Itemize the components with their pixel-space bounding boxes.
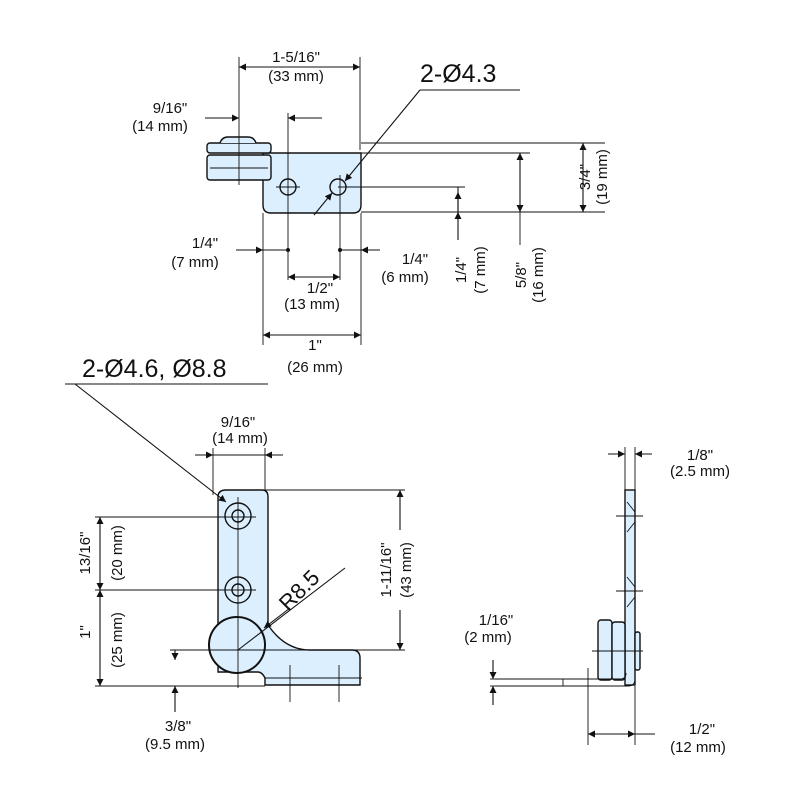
dimension-hole-spacing: 1/2" (13 mm) [284, 273, 340, 313]
dimension-label: (16 mm) [530, 247, 547, 303]
dimension-label: (2.5 mm) [670, 463, 730, 480]
dimension-label: 1" [77, 625, 94, 639]
dimension-label: 3/8" [165, 718, 191, 735]
callout-label: 2-Ø4.3 [420, 60, 496, 88]
dimension-label: 1/2" [689, 721, 715, 738]
dimension-label: 1/4" [402, 251, 428, 268]
dimension-hole-to-edge: 1/4" (7 mm) [453, 187, 489, 294]
dimension-label: (2 mm) [464, 629, 512, 646]
dimension-label: (7 mm) [171, 254, 219, 271]
dimension-label: 1/4" [453, 257, 470, 283]
dimension-front-hole-to-bottom: 1" (25 mm) [77, 590, 126, 686]
callout-label: 2-Ø4.6, Ø8.8 [82, 355, 227, 383]
side-view-part [495, 489, 643, 687]
dimension-front-plate-width: 9/16" (14 mm) [195, 414, 283, 459]
dimension-front-height: 1-11/16" (43 mm) [378, 490, 415, 650]
top-view: 1-5/16" (33 mm) 9/16" (14 mm) 2-Ø4.3 1/4… [132, 49, 611, 376]
dimension-label: 1" [308, 337, 322, 354]
hole-callout-top: 2-Ø4.3 [313, 60, 520, 216]
dimension-label: (19 mm) [594, 149, 611, 205]
dimension-pivot-offset: 3/8" (9.5 mm) [145, 650, 205, 753]
dimension-label: 3/4" [577, 164, 594, 190]
dimension-label: (43 mm) [398, 542, 415, 598]
dimension-overall-width: 1-5/16" (33 mm) [239, 49, 360, 85]
dimension-label: (33 mm) [268, 68, 324, 85]
dimension-clamp-offset: 9/16" (14 mm) [132, 100, 322, 135]
dimension-label: 1-11/16" [378, 542, 395, 597]
dimension-plate-width: 1" (26 mm) [263, 331, 361, 376]
dimension-side-thickness: 1/8" (2.5 mm) [608, 447, 730, 480]
dimension-label: 13/16" [77, 532, 94, 575]
dimension-label: (9.5 mm) [145, 736, 205, 753]
dimension-label: 1/4" [192, 235, 218, 252]
hole-callout-front: 2-Ø4.6, Ø8.8 [65, 355, 268, 503]
dimension-label: (14 mm) [132, 118, 188, 135]
dimension-total-depth: 3/4" (19 mm) [577, 143, 611, 212]
dimension-side-gap: 1/16" (2 mm) [464, 612, 513, 705]
dimension-right-edge: 1/4" (6 mm) [338, 246, 429, 286]
dimension-label: 1-5/16" [272, 49, 320, 66]
dimension-label: 5/8" [513, 262, 530, 288]
dimension-label: (7 mm) [472, 246, 489, 294]
dimension-label: (13 mm) [284, 296, 340, 313]
dimension-label: (26 mm) [287, 359, 343, 376]
front-view: 2-Ø4.6, Ø8.8 9/16" (14 mm) 13/16" (20 mm… [65, 355, 415, 753]
dimension-plate-depth: 5/8" (16 mm) [513, 153, 547, 303]
dimension-left-edge: 1/4" (7 mm) [171, 235, 290, 271]
dimension-front-hole-spacing: 13/16" (20 mm) [77, 517, 126, 590]
dimension-label: (12 mm) [670, 739, 726, 756]
dimension-label: 9/16" [153, 100, 188, 117]
dimension-label: 1/8" [687, 447, 713, 464]
front-view-part [208, 489, 362, 702]
dimension-label: 9/16" [221, 414, 256, 431]
top-view-part [206, 136, 465, 214]
dimension-label: (20 mm) [109, 525, 126, 581]
dimension-label: 1/16" [479, 612, 514, 629]
dimension-label: (6 mm) [381, 269, 429, 286]
side-view: 1/8" (2.5 mm) 1/16" (2 mm) 1/2" (12 mm) [464, 447, 730, 756]
dimension-side-depth: 1/2" (12 mm) [588, 721, 726, 756]
dimension-label: (14 mm) [212, 430, 268, 447]
dimension-label: 1/2" [307, 280, 333, 297]
dimension-label: (25 mm) [109, 612, 126, 668]
